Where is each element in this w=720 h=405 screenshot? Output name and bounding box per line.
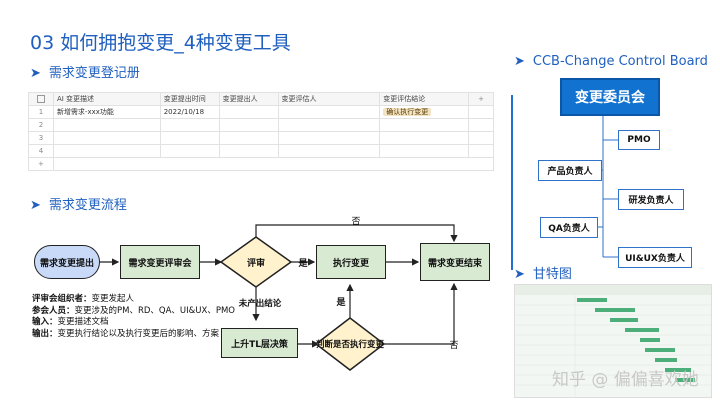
review-meeting-notes: 评审会组织者：变更发起人 参会人员：变更涉及的PM、RD、QA、UI&UX、PM… [32, 294, 235, 340]
org-member-uiux: UI&UX负责人 [618, 247, 692, 268]
gantt-preview-image [515, 285, 711, 397]
section-register-label: 需求变更登记册 [48, 66, 140, 81]
conclusion-tag: 确认执行变更 [383, 108, 432, 116]
flow-connectors [100, 224, 458, 371]
note-output: 输出：变更执行结论以及执行变更后的影响、方案 [32, 328, 220, 339]
decide-diamond-shape [314, 317, 386, 371]
note-organizer: 评审会组织者：变更发起人 [32, 294, 135, 304]
ccb-committee-node: 变更委员会 [560, 78, 660, 116]
section-ccb-label: CCB-Change Control Board [532, 54, 708, 69]
section-gantt-heading: ➤ 甘特图 [514, 263, 572, 282]
edge-label-yes-2: 是 [336, 297, 346, 308]
column-header-desc[interactable]: AI 变更描述 [52, 92, 161, 106]
note-input: 输入：变更描述文档 [32, 317, 109, 327]
section-ccb-heading: ➤ CCB-Change Control Board [514, 54, 708, 69]
table-row[interactable]: 3 [28, 131, 494, 145]
add-row[interactable]: + [28, 157, 495, 171]
review-diamond-shape [219, 236, 293, 288]
section-register-heading: ➤ 需求变更登记册 [30, 62, 140, 81]
flow-decide-label: 判断是否执行变更 [315, 340, 384, 350]
change-register-table: AI 变更描述 变更提出时间 变更提出人 变更评估人 变更评估结论 + 1 新增… [28, 92, 495, 171]
chevron-right-icon: ➤ [514, 267, 525, 282]
org-member-qa: QA负责人 [540, 217, 598, 238]
flow-execute-node: 执行变更 [316, 245, 386, 279]
section-flow-heading: ➤ 需求变更流程 [30, 194, 127, 213]
chevron-right-icon: ➤ [30, 198, 41, 213]
table-row[interactable]: 4 [28, 144, 494, 158]
flow-review-label: 评审 [246, 258, 265, 269]
flow-start-node: 需求变更提出 [34, 245, 100, 279]
add-column-button[interactable]: + [468, 92, 494, 106]
note-participants: 参会人员：变更涉及的PM、RD、QA、UI&UX、PMO [32, 305, 235, 316]
org-member-dev: 研发负责人 [618, 189, 684, 210]
chevron-right-icon: ➤ [30, 66, 41, 81]
page-title: 03 如何拥抱变更_4种变更工具 [30, 32, 291, 54]
section-gantt-label: 甘特图 [532, 267, 572, 282]
edge-label-no: 否 [351, 216, 361, 227]
watermark: 知乎 @ 偏偏喜欢她 [552, 370, 699, 390]
table-header-row: AI 变更描述 变更提出时间 变更提出人 变更评估人 变更评估结论 + [28, 92, 494, 106]
flow-escalate-node: 上升TL层决策 [221, 328, 298, 358]
gantt-chart-thumbnail [514, 284, 712, 398]
ccb-vertical-line [511, 95, 513, 270]
section-flow-label: 需求变更流程 [48, 198, 127, 213]
column-header-time[interactable]: 变更提出时间 [159, 92, 220, 106]
edge-label-no-conclusion: 未产出结论 [238, 299, 282, 309]
org-member-product: 产品负责人 [538, 160, 602, 181]
flow-end-node: 需求变更结束 [420, 243, 490, 281]
org-member-pmo: PMO [618, 130, 660, 150]
chevron-right-icon: ➤ [514, 54, 525, 69]
select-all-checkbox[interactable] [36, 95, 45, 103]
edge-label-no-2: 否 [449, 340, 459, 351]
flow-review-meeting-node: 需求变更评审会 [120, 245, 200, 279]
column-header-evaluator[interactable]: 变更评估人 [277, 92, 381, 106]
column-header-proposer[interactable]: 变更提出人 [218, 92, 279, 106]
edge-label-yes: 是 [298, 258, 308, 269]
